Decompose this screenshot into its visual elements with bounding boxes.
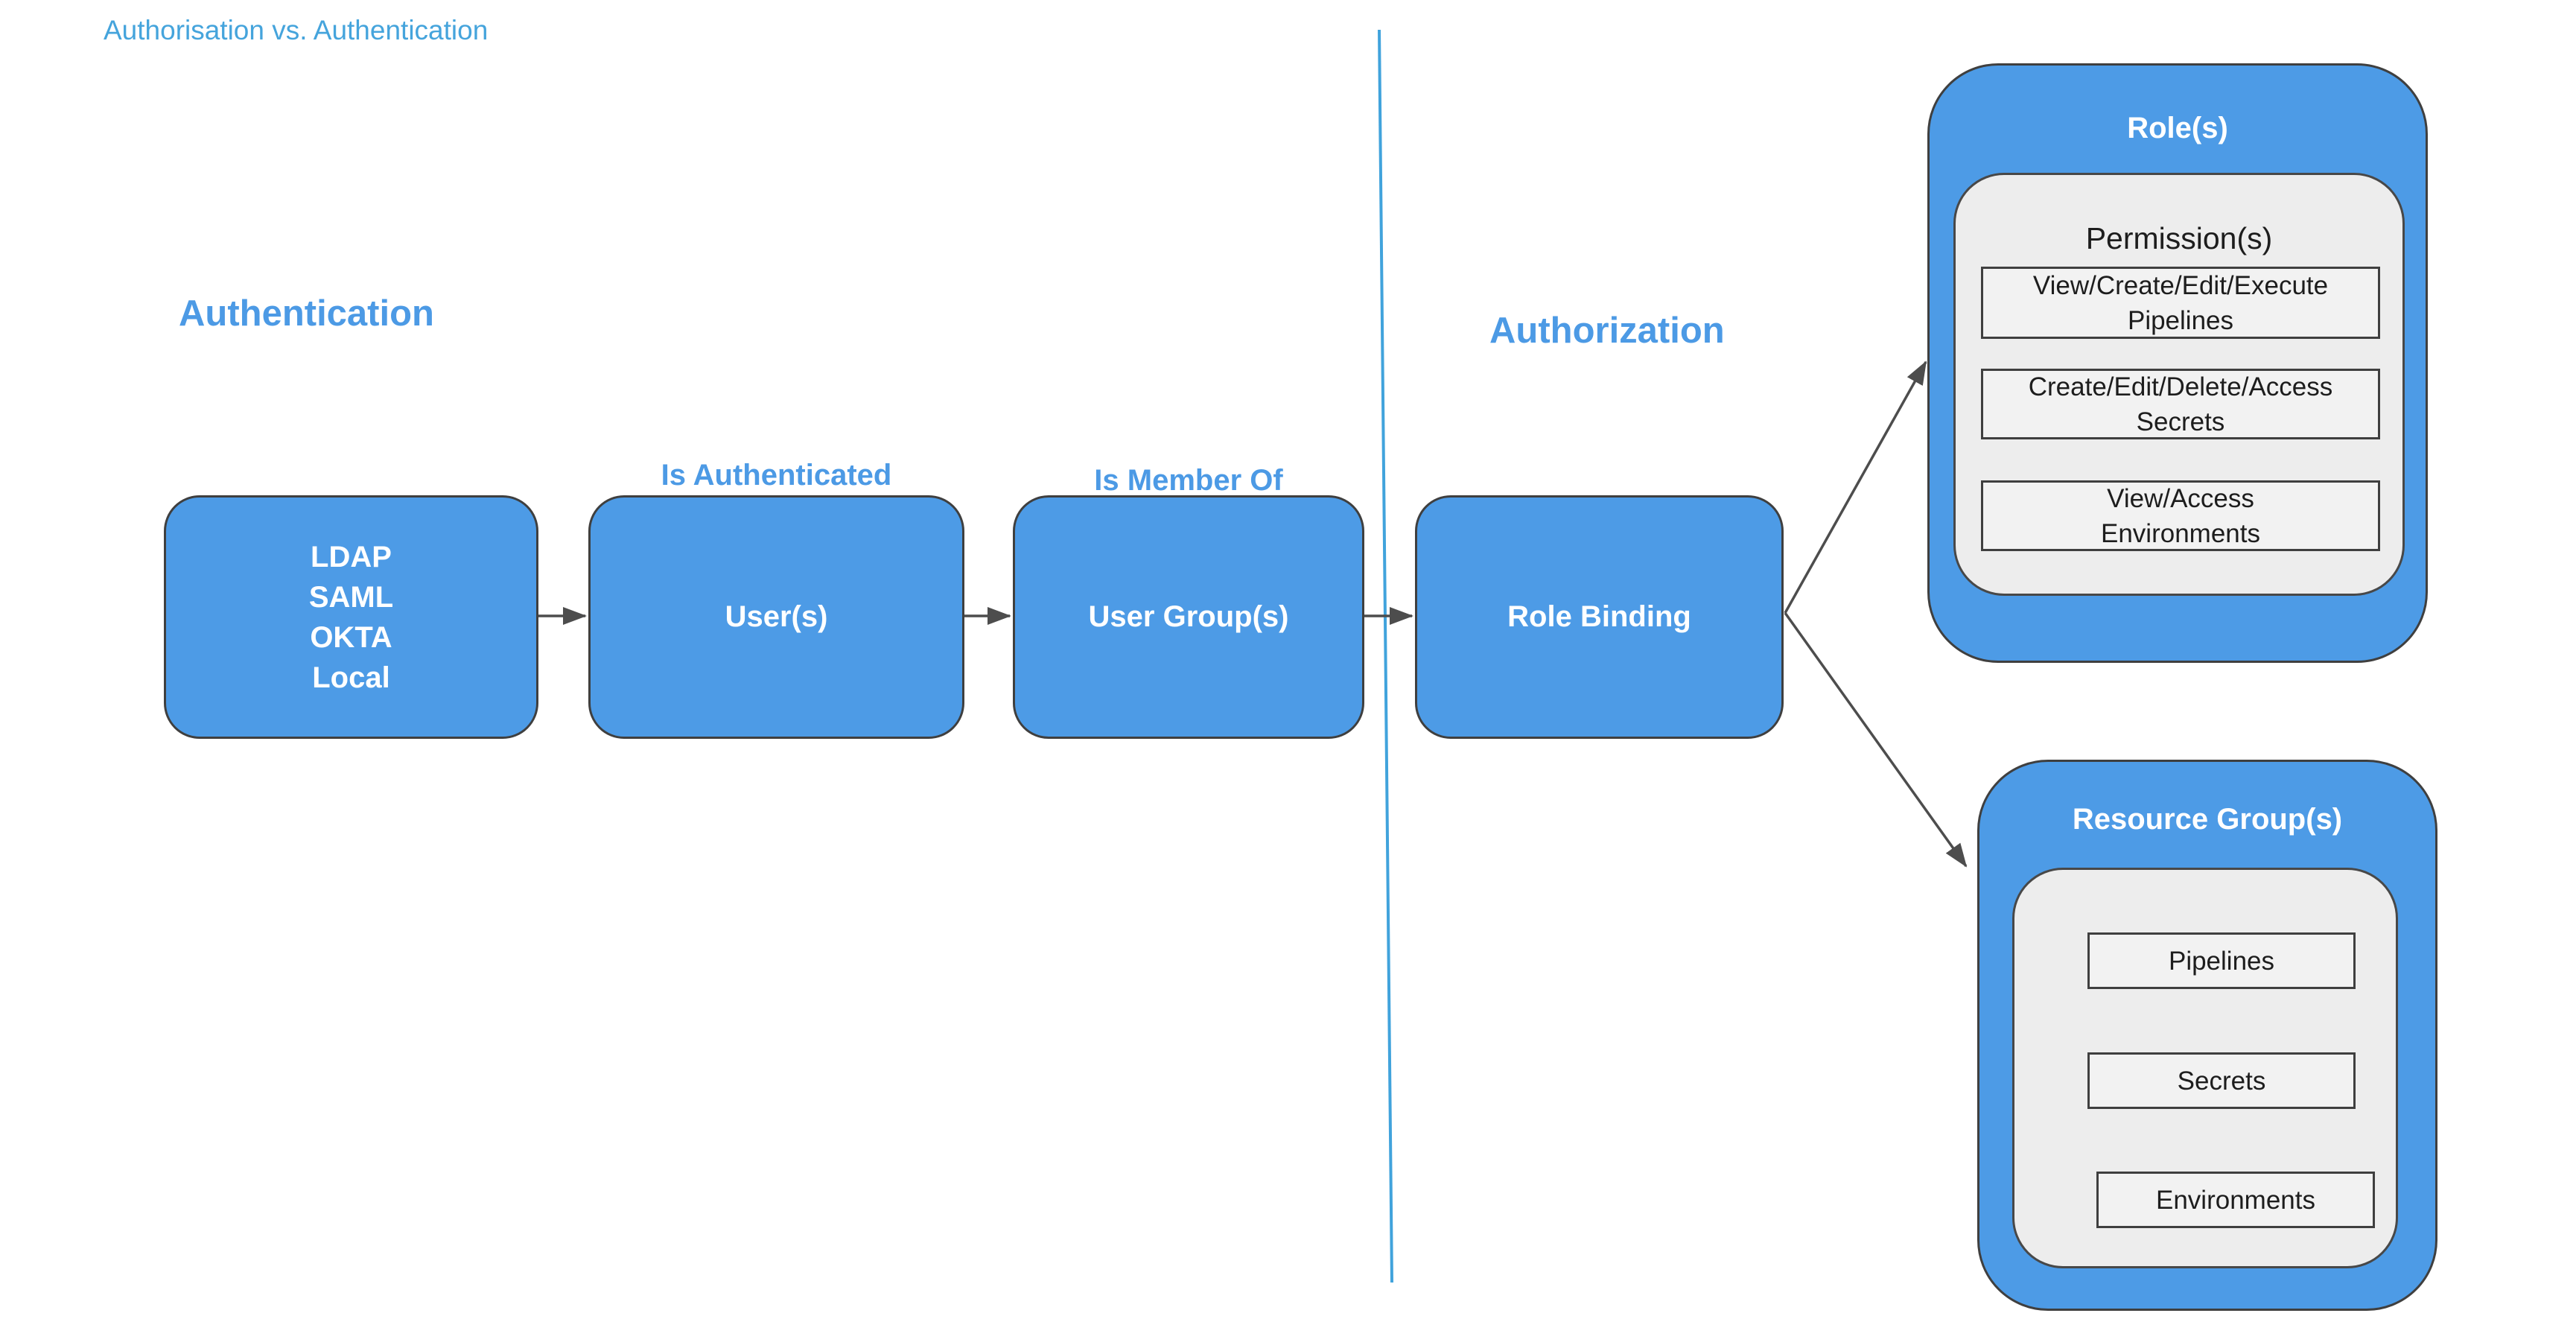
- resource-item-secrets: Secrets: [2087, 1052, 2356, 1109]
- resource-item-environments: Environments: [2096, 1172, 2375, 1228]
- resource-groups-title: Resource Group(s): [2072, 803, 2343, 836]
- idp-line-local: Local: [312, 661, 390, 694]
- node-user-groups: User Group(s): [1013, 495, 1364, 739]
- idp-line-ldap: LDAP: [311, 540, 392, 573]
- identity-providers-label: LDAP SAML OKTA Local: [309, 537, 393, 698]
- permissions-title: Permission(s): [2085, 221, 2273, 255]
- arrow-rolebinding-to-resourcegroups: [1784, 611, 1968, 868]
- resource-groups-container: Resource Group(s) Pipelines Secrets Envi…: [1977, 760, 2437, 1311]
- node-role-binding: Role Binding: [1415, 495, 1784, 739]
- permission-item-pipelines: View/Create/Edit/Execute Pipelines: [1981, 267, 2380, 339]
- arrow-rolebinding-to-roles: [1784, 360, 1927, 614]
- heading-authorization: Authorization: [1489, 311, 1725, 351]
- permission-item-environments: View/Access Environments: [1981, 480, 2380, 551]
- idp-line-okta: OKTA: [310, 620, 392, 654]
- heading-authentication: Authentication: [179, 293, 434, 334]
- roles-container-title: Role(s): [2127, 112, 2228, 144]
- page-title: Authorisation vs. Authentication: [104, 15, 489, 45]
- node-identity-providers: LDAP SAML OKTA Local: [164, 495, 538, 739]
- node-users: User(s): [588, 495, 964, 739]
- resource-item-pipelines: Pipelines: [2087, 932, 2356, 989]
- edge-label-is-member-of: Is Member Of: [1094, 464, 1283, 497]
- edge-label-is-authenticated: Is Authenticated: [661, 459, 892, 492]
- node-users-label: User(s): [725, 600, 828, 633]
- node-user-groups-label: User Group(s): [1088, 600, 1289, 633]
- idp-line-saml: SAML: [308, 580, 394, 614]
- resources-container: Pipelines Secrets Environments: [2012, 868, 2398, 1268]
- permissions-container: Permission(s) View/Create/Edit/Execute P…: [1953, 173, 2405, 596]
- roles-container: Role(s) Permission(s) View/Create/Edit/E…: [1927, 63, 2428, 663]
- permission-item-secrets: Create/Edit/Delete/Access Secrets: [1981, 369, 2380, 439]
- divider-line: [1378, 29, 1393, 1283]
- node-role-binding-label: Role Binding: [1507, 600, 1691, 633]
